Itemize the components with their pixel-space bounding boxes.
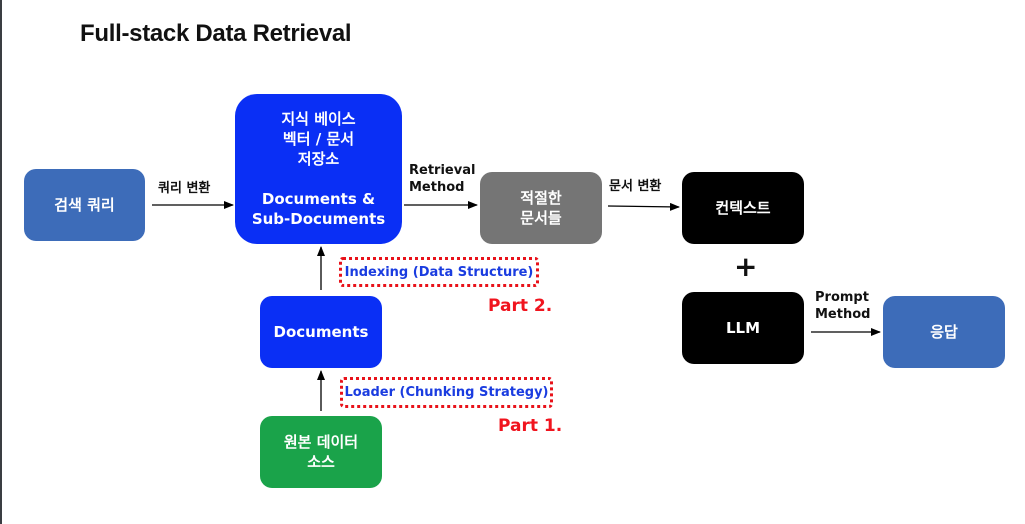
part2-label: Part 2. xyxy=(488,296,553,316)
llm-label: LLM xyxy=(725,319,761,337)
loader-step-box: Loader (Chunking Strategy) xyxy=(340,377,553,408)
part1-label: Part 1. xyxy=(498,416,563,436)
prompt-method-label: Prompt Method xyxy=(815,290,871,322)
knowledge-base-label: 지식 베이스 벡터 / 문서 저장소 Documents & Sub-Docum… xyxy=(251,110,386,228)
doc-transform-label: 문서 변환 xyxy=(609,179,662,194)
window-left-border xyxy=(0,0,2,524)
documents-label: Documents xyxy=(273,323,369,341)
retrieval-method-label: Retrieval Method xyxy=(409,163,476,195)
context-label: 컨텍스트 xyxy=(715,199,771,217)
plus-icon: + xyxy=(734,250,758,283)
indexing-step-label: Indexing (Data Structure) xyxy=(344,264,534,280)
arrow-docs-to-context xyxy=(607,202,680,211)
response-label: 응답 xyxy=(930,323,958,341)
context-node: 컨텍스트 xyxy=(682,172,804,244)
search-query-label: 검색 쿼리 xyxy=(54,196,115,214)
search-query-node: 검색 쿼리 xyxy=(24,169,145,241)
documents-node: Documents xyxy=(260,296,382,368)
page-title: Full-stack Data Retrieval xyxy=(80,20,352,47)
query-transform-label: 쿼리 변환 xyxy=(158,181,211,196)
indexing-step-box: Indexing (Data Structure) xyxy=(339,257,539,287)
knowledge-base-node: 지식 베이스 벡터 / 문서 저장소 Documents & Sub-Docum… xyxy=(235,94,402,244)
raw-source-node: 원본 데이터 소스 xyxy=(260,416,382,488)
loader-step-label: Loader (Chunking Strategy) xyxy=(344,385,549,400)
response-node: 응답 xyxy=(883,296,1005,368)
raw-source-label: 원본 데이터 소스 xyxy=(283,433,359,471)
llm-node: LLM xyxy=(682,292,804,364)
relevant-docs-node: 적절한 문서들 xyxy=(480,172,602,244)
relevant-docs-label: 적절한 문서들 xyxy=(520,189,562,227)
